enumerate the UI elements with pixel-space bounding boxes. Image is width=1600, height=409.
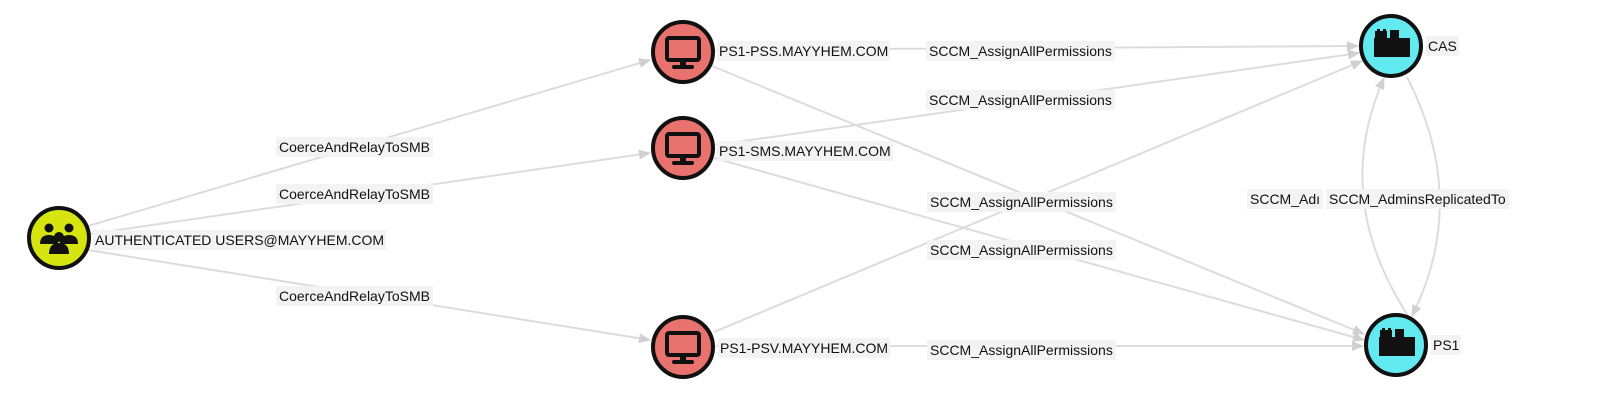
building-icon (1374, 29, 1410, 57)
node-ps1-sms[interactable] (651, 116, 715, 180)
edge-label[interactable]: CoerceAndRelayToSMB (276, 286, 433, 306)
node-label-ps1-psv: PS1-PSV.MAYYHEM.COM (718, 338, 891, 358)
node-label-ps1-sms: PS1-SMS.MAYYHEM.COM (717, 141, 893, 161)
edge-label-truncated[interactable]: SCCM_Adı (1247, 189, 1324, 209)
node-ps1-psv[interactable] (651, 315, 715, 379)
computer-icon (665, 331, 701, 364)
group-icon (40, 223, 78, 254)
edge-label[interactable]: SCCM_AssignAllPermissions (926, 41, 1115, 61)
building-icon (1379, 328, 1415, 356)
edge-label[interactable]: SCCM_AssignAllPermissions (927, 240, 1116, 260)
computer-icon (665, 132, 701, 165)
node-label-ps1-pss: PS1-PSS.MAYYHEM.COM (717, 41, 891, 61)
node-label-ps1: PS1 (1431, 335, 1462, 355)
edge-label[interactable]: SCCM_AssignAllPermissions (927, 340, 1116, 360)
edge-label[interactable]: SCCM_AssignAllPermissions (927, 192, 1116, 212)
edge-label[interactable]: CoerceAndRelayToSMB (276, 137, 433, 157)
node-ps1[interactable] (1364, 313, 1428, 377)
node-authenticated-users[interactable] (27, 206, 91, 270)
node-cas[interactable] (1359, 14, 1423, 78)
node-label-authenticated-users: AUTHENTICATED USERS@MAYYHEM.COM (93, 230, 387, 250)
edge-label[interactable]: SCCM_AdminsReplicatedTo (1326, 189, 1509, 209)
computer-icon (665, 36, 701, 69)
node-label-cas: CAS (1426, 36, 1459, 56)
edge-label[interactable]: CoerceAndRelayToSMB (276, 184, 433, 204)
edge-label[interactable]: SCCM_AssignAllPermissions (926, 90, 1115, 110)
node-ps1-pss[interactable] (651, 20, 715, 84)
